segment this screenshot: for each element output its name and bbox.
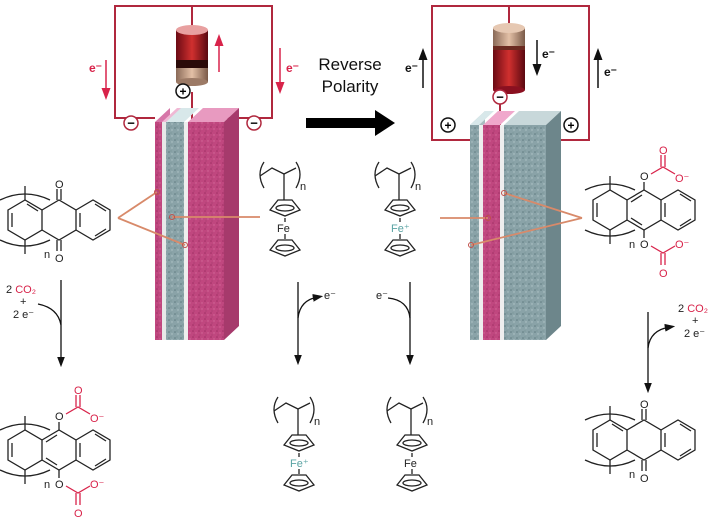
atom-o: O [55, 253, 64, 265]
right-leader-anthraquinone [470, 192, 583, 246]
left-battery-sign: + [179, 85, 186, 99]
svg-text:2 CO₂: 2 CO₂ [6, 284, 36, 296]
molecule-right-top-carbonate: O O O⁻ O O⁻ O n [584, 145, 696, 280]
left-battery-terminal [175, 83, 191, 99]
molecule-center-left-top-ferrocene: n Fe [259, 161, 306, 257]
reverse-polarity-label: Reverse Polarity [306, 55, 395, 136]
atom-o: O [640, 171, 649, 183]
atom-o-minus: O⁻ [90, 413, 105, 425]
repeat-n: n [629, 469, 635, 481]
molecule-center-right-top-ferrocenium: n Fe⁺ [374, 161, 421, 257]
co2-reagent-label: CO₂ [15, 284, 36, 296]
atom-o: O [55, 479, 64, 491]
center-label-line1: Reverse [318, 55, 381, 74]
reaction-left: 2 CO₂ + 2 e⁻ [6, 280, 65, 368]
left-electrode-sign-b: − [250, 116, 258, 131]
atom-o: O [640, 399, 649, 411]
plus-sign: + [692, 315, 698, 327]
molecule-center-left-bottom-ferrocenium: n Fe⁺ [273, 396, 320, 492]
left-electron-label-b: e⁻ [286, 61, 299, 75]
right-electrode-sign-b: + [567, 119, 574, 133]
atom-o-minus: O⁻ [675, 239, 690, 251]
repeat-n: n [629, 239, 635, 251]
right-electrode-stack [470, 111, 561, 340]
plus-sign: + [20, 296, 26, 308]
right-battery-sign: − [496, 90, 504, 105]
right-cell: − + + e⁻ e⁻ e⁻ [405, 5, 617, 340]
reverse-polarity-arrow-icon [306, 110, 395, 136]
right-battery-terminal [492, 89, 508, 105]
atom-o: O [55, 179, 64, 191]
left-cell: + − − e⁻ e⁻ [89, 5, 299, 340]
reaction-center-right: e⁻ [376, 282, 414, 366]
atom-fe: Fe [277, 223, 290, 235]
repeat-n: n [44, 479, 50, 491]
left-electron-label-a: e⁻ [89, 61, 102, 75]
repeat-n: n [427, 416, 433, 428]
left-battery [176, 25, 208, 86]
atom-o-minus: O⁻ [90, 479, 105, 491]
repeat-n: n [415, 181, 421, 193]
atom-o: O [640, 473, 649, 485]
atom-fe-plus: Fe⁺ [290, 458, 309, 470]
atom-o: O [55, 411, 64, 423]
molecule-left-bottom-carbonate: O O O⁻ O O⁻ O n [0, 385, 111, 520]
electron-label: 2 e⁻ [13, 309, 34, 321]
left-circuit-wire [114, 5, 273, 119]
molecule-center-right-bottom-ferrocene: n Fe [386, 396, 433, 492]
svg-text:2 CO₂: 2 CO₂ [678, 303, 708, 315]
atom-o: O [640, 239, 649, 251]
repeat-n: n [300, 181, 306, 193]
atom-o-minus: O⁻ [675, 173, 690, 185]
left-electrode-stack [155, 108, 239, 340]
right-circuit-wire [431, 5, 590, 141]
atom-fe-plus: Fe⁺ [391, 223, 410, 235]
atom-o: O [659, 268, 668, 280]
left-electrode-sign-a: − [127, 116, 135, 131]
molecule-left-top-anthraquinone: O O n [0, 179, 111, 265]
repeat-n: n [314, 416, 320, 428]
right-electron-label-b: e⁻ [604, 65, 617, 79]
atom-o: O [74, 385, 83, 397]
atom-o: O [74, 508, 83, 520]
atom-fe: Fe [404, 458, 417, 470]
electron-label: e⁻ [376, 290, 388, 302]
left-leader-anthraquinone [117, 191, 186, 246]
co2-product-label: CO₂ [687, 303, 708, 315]
right-electron-label-battery: e⁻ [542, 47, 555, 61]
right-electron-label-a: e⁻ [405, 61, 418, 75]
center-label-line2: Polarity [322, 77, 379, 96]
right-electrode-sign-a: + [444, 119, 451, 133]
right-battery [493, 23, 525, 94]
electron-label: e⁻ [324, 290, 336, 302]
electron-label: 2 e⁻ [684, 328, 705, 340]
reaction-right: 2 CO₂ + 2 e⁻ [644, 303, 708, 394]
molecule-right-bottom-anthraquinone: O O n [584, 399, 696, 485]
atom-o: O [659, 145, 668, 157]
repeat-n: n [44, 249, 50, 261]
reaction-center-left: e⁻ [294, 282, 336, 366]
